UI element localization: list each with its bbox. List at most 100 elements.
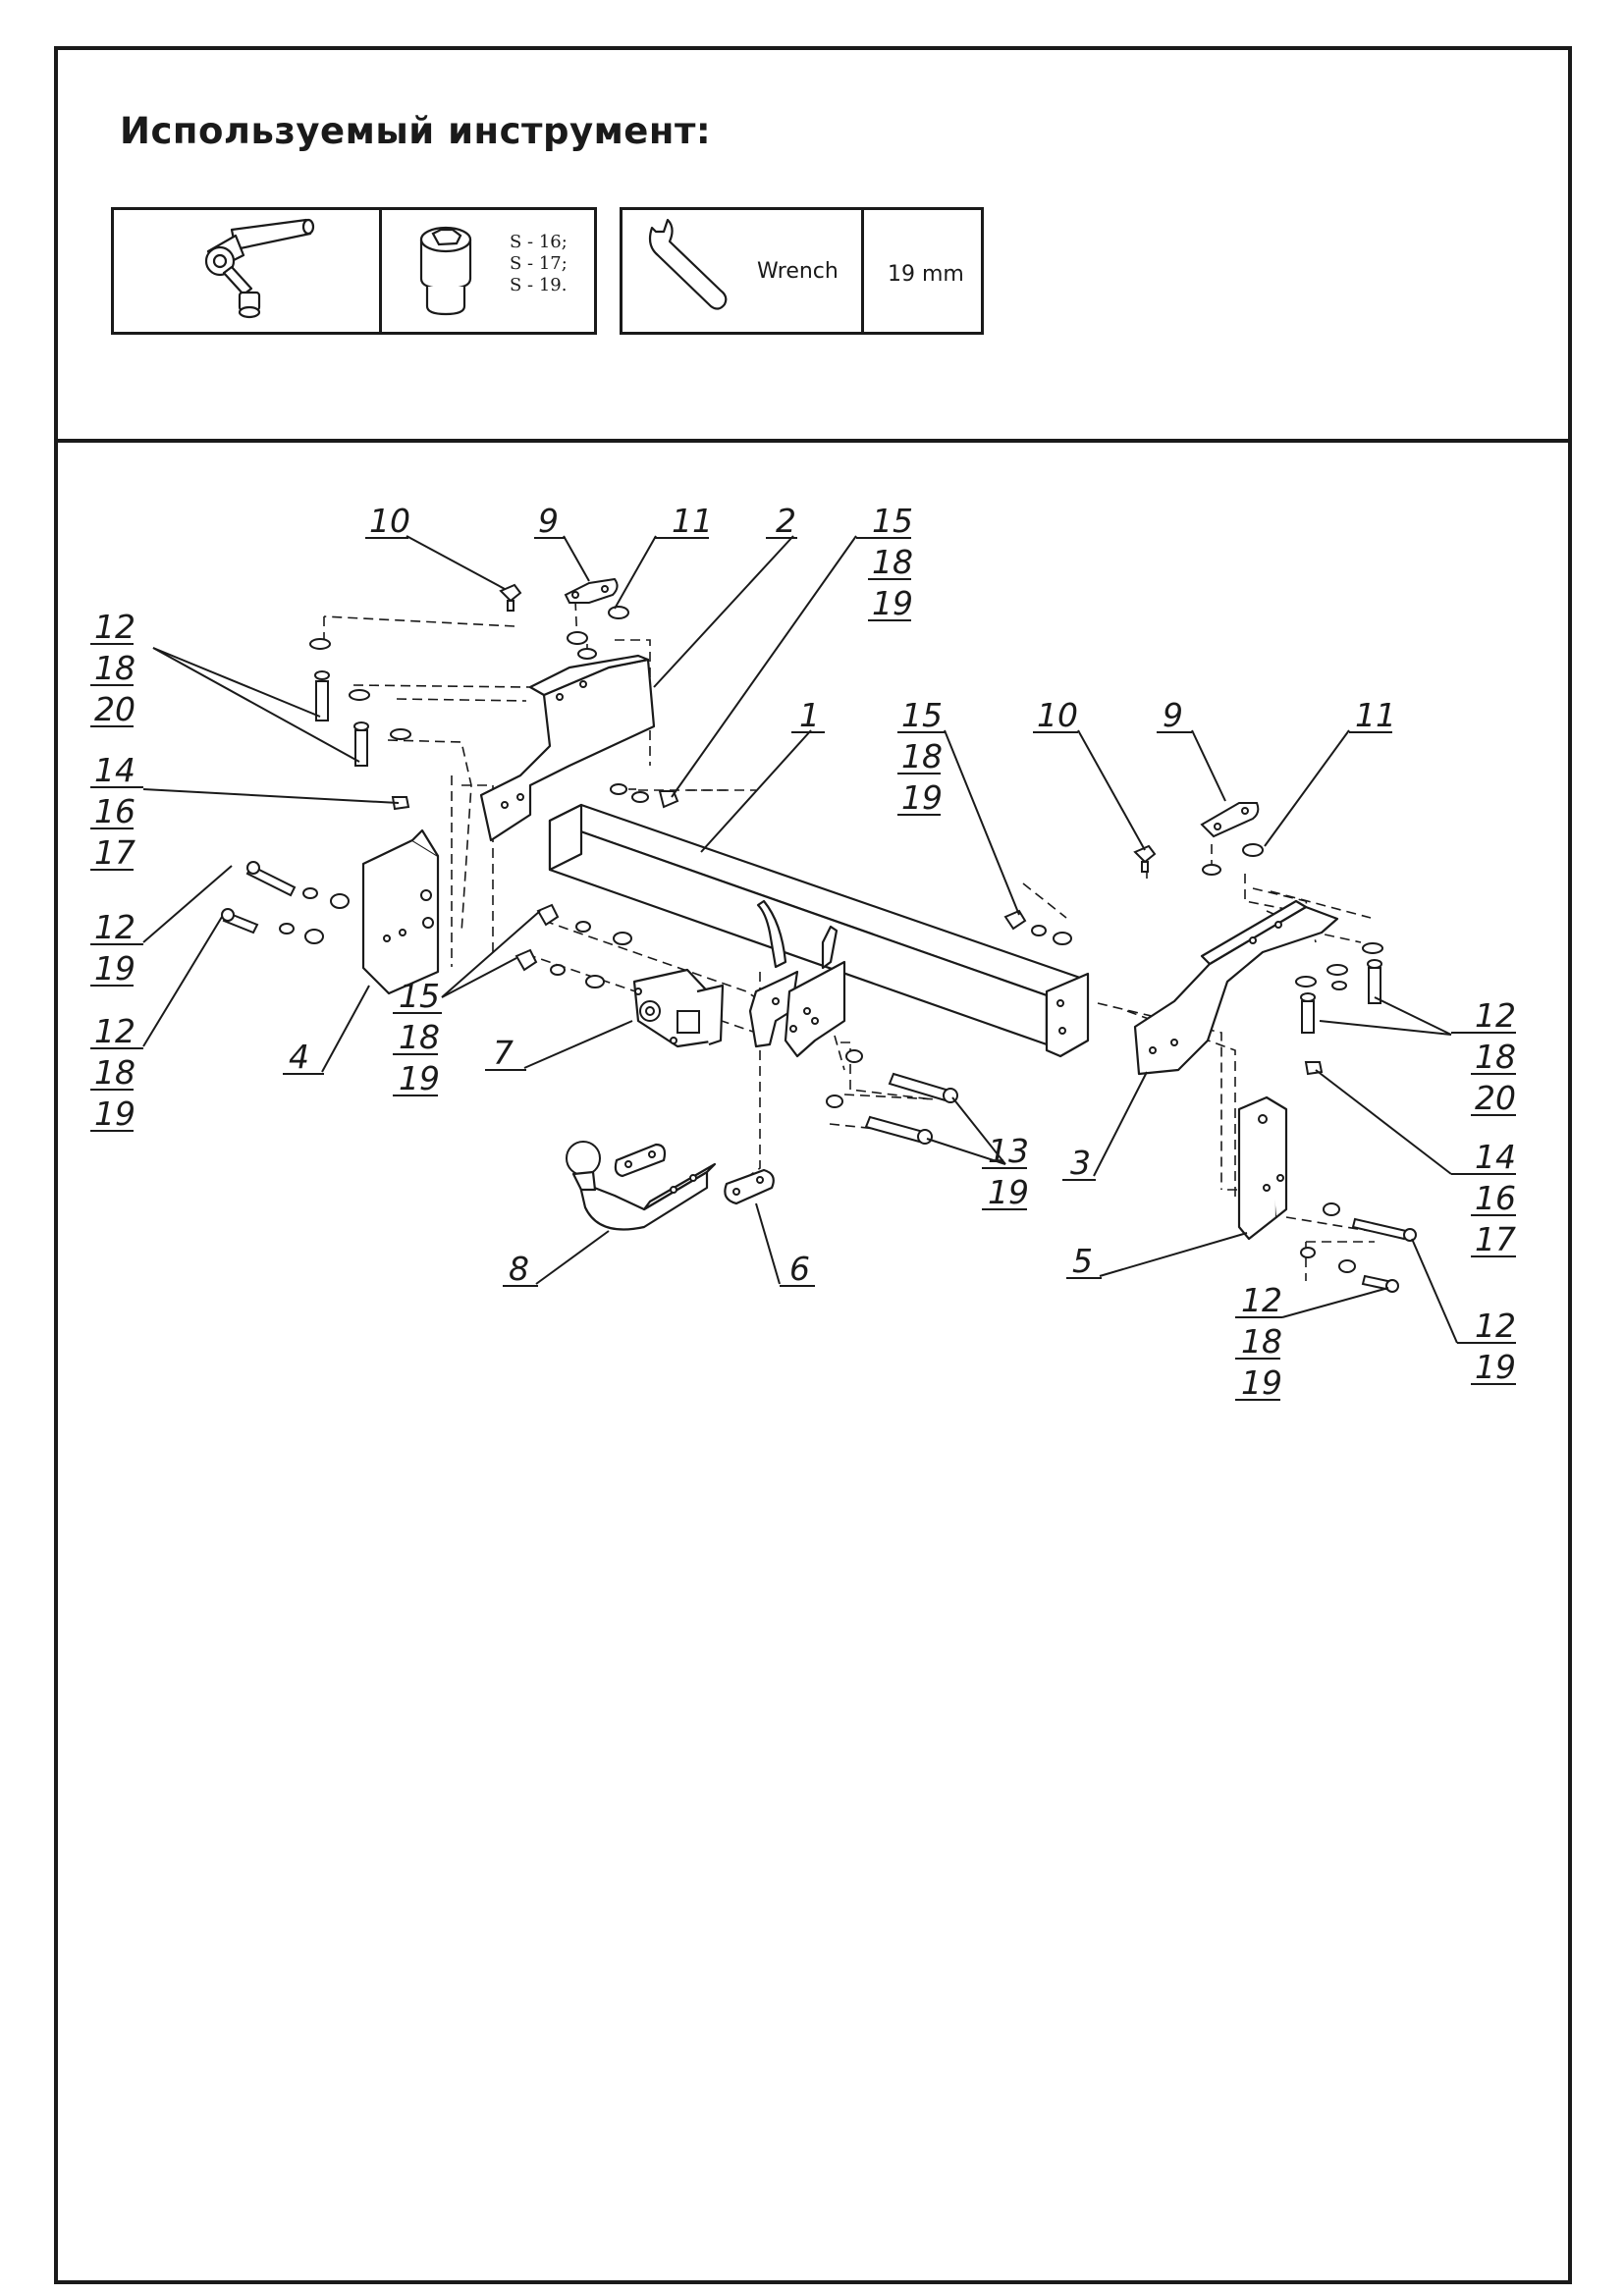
callout-label: 19: [94, 949, 135, 988]
callout-12-18-20-right: 12 18 20: [1451, 996, 1516, 1117]
callout-label: 13: [988, 1132, 1029, 1170]
socket-size-19: S - 19.: [510, 275, 568, 295]
callout-1: 1: [791, 696, 825, 734]
callout-2: 2: [766, 502, 797, 540]
left-top-fasteners: [309, 577, 679, 811]
socket-size-17: S - 17;: [510, 253, 568, 274]
callout-label: 14: [1475, 1138, 1516, 1176]
callout-label: 18: [1475, 1038, 1516, 1076]
tow-ball-part-8: [566, 1141, 717, 1231]
callout-label: 18: [94, 649, 135, 687]
callout-7: 7: [485, 1034, 526, 1072]
callout-label: 12: [94, 908, 135, 946]
callout-label: 19: [1241, 1363, 1282, 1402]
callout-label: 11: [1355, 696, 1396, 734]
open-end-wrench-icon: [648, 218, 728, 310]
callout-label: 4: [289, 1038, 309, 1076]
callout-15-18-19-lower: 15 18 19: [393, 977, 442, 1097]
callout-label: 18: [901, 737, 943, 775]
callout-8: 8: [503, 1250, 538, 1288]
socket-cell: S - 16; S - 17; S - 19.: [379, 210, 594, 332]
callout-4: 4: [283, 1038, 324, 1076]
callout-11-right: 11: [1349, 696, 1396, 734]
callout-label: 6: [789, 1250, 810, 1288]
callout-leader-lines: [142, 535, 1458, 1344]
right-side-plate-part-5: [1237, 1095, 1288, 1241]
callout-6: 6: [780, 1250, 815, 1288]
socket-tool-box: S - 16; S - 17; S - 19.: [111, 207, 597, 335]
callout-13-19: 13 19: [982, 1132, 1029, 1211]
callout-11-left: 11: [654, 502, 713, 540]
right-fasteners: [1003, 802, 1417, 1293]
callout-12-19-right: 12 19: [1457, 1307, 1516, 1386]
callout-label: 19: [872, 584, 913, 622]
callout-label: 17: [94, 833, 135, 872]
callout-label: 12: [1241, 1281, 1282, 1319]
callout-label: 9: [1163, 696, 1183, 734]
callout-15-18-19-mid: 15 18 19: [897, 696, 945, 817]
wrench-tool-box: Wrench 19 mm: [620, 207, 984, 335]
socket-size-16: S - 16;: [510, 232, 568, 252]
electrical-socket-plate-part-7: [632, 968, 725, 1048]
left-side-plate-part-4: [361, 828, 440, 995]
wrench-cell: Wrench: [623, 210, 861, 332]
callout-label: 1: [799, 696, 820, 734]
left-upper-bracket-part-2: [479, 654, 656, 842]
callout-10-left: 10: [365, 502, 410, 540]
callout-label: 17: [1475, 1220, 1516, 1258]
callout-3: 3: [1062, 1144, 1096, 1182]
callout-label: 9: [538, 502, 559, 540]
callout-label: 3: [1070, 1144, 1091, 1182]
callout-label: 5: [1072, 1242, 1093, 1280]
right-upper-bracket-part-3: [1133, 899, 1339, 1076]
callout-label: 20: [94, 690, 135, 728]
callout-label: 15: [872, 502, 913, 540]
callout-label: 12: [94, 608, 135, 646]
wrench-label: Wrench: [757, 259, 839, 284]
page-frame: [54, 46, 1572, 2284]
callout-label: 2: [776, 502, 796, 540]
callout-label: 20: [1475, 1079, 1516, 1117]
callout-label: 16: [1475, 1179, 1516, 1217]
callout-label: 19: [94, 1095, 135, 1133]
ratchet-cell: [114, 210, 379, 332]
callout-label: 19: [399, 1059, 440, 1097]
ratchet-handle-icon: [204, 218, 315, 319]
callout-label: 12: [1475, 996, 1516, 1035]
wrench-size-cell: 19 mm: [861, 210, 981, 332]
callout-label: 8: [509, 1250, 529, 1288]
center-lower-fasteners: [514, 903, 958, 1145]
callout-label: 16: [94, 792, 135, 830]
left-side-fasteners: [221, 861, 350, 944]
callout-14-16-17-right: 14 16 17: [1451, 1138, 1516, 1258]
callout-label: 10: [1037, 696, 1078, 734]
tools-heading: Используемый инструмент:: [120, 110, 712, 152]
callout-label: 7: [493, 1034, 514, 1072]
callout-label: 15: [399, 977, 440, 1015]
callout-5: 5: [1066, 1242, 1102, 1280]
callout-label: 18: [94, 1053, 135, 1092]
crossbar-mount-ears: [748, 899, 846, 1058]
link-plate-part-6: [724, 1168, 775, 1205]
callout-10-right: 10: [1033, 696, 1078, 734]
callout-label: 19: [988, 1173, 1029, 1211]
callout-12-18-19-right: 12 18 19: [1235, 1281, 1282, 1402]
callout-12-18-20-left: 12 18 20: [90, 608, 135, 728]
callout-label: 18: [872, 543, 913, 581]
callout-14-16-17-left: 14 16 17: [90, 751, 143, 872]
callout-label: 18: [399, 1018, 440, 1056]
callout-label: 12: [1475, 1307, 1516, 1345]
socket-sizes: S - 16; S - 17; S - 19.: [510, 232, 568, 296]
callout-12-18-19-left: 12 18 19: [90, 1012, 143, 1133]
callout-label: 19: [1475, 1348, 1516, 1386]
crossbar-part-1: [548, 803, 1090, 1058]
wrench-size: 19 mm: [888, 262, 964, 287]
callout-15-18-19-top: 15 18 19: [856, 502, 913, 622]
callout-9-left: 9: [534, 502, 566, 540]
callout-label: 10: [369, 502, 410, 540]
callout-label: 14: [94, 751, 135, 789]
socket-head-icon: [419, 226, 472, 316]
callout-12-19-left: 12 19: [90, 908, 143, 988]
callout-label: 19: [901, 778, 943, 817]
